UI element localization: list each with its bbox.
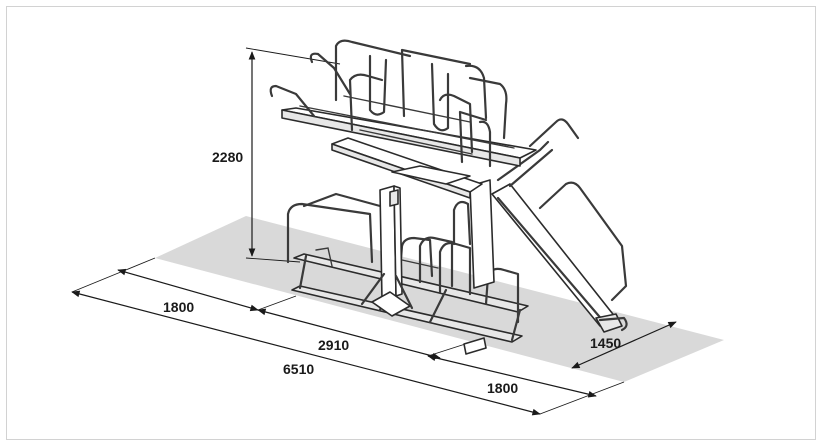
rack-length-label: 2910 xyxy=(318,337,349,353)
loading-ramp xyxy=(491,140,628,333)
floor-footprint xyxy=(155,216,724,382)
left-clearance-label: 1800 xyxy=(163,299,194,315)
drawing-frame xyxy=(6,6,816,440)
upper-tier xyxy=(269,39,580,199)
central-column xyxy=(360,179,495,317)
total-length-label: 6510 xyxy=(283,361,314,377)
length-dimensions xyxy=(71,257,677,416)
height-label: 2280 xyxy=(212,149,243,165)
right-clearance-label: 1800 xyxy=(487,380,518,396)
dimension-labels: 2280 1800 2910 6510 1800 1450 xyxy=(163,149,621,396)
height-dimension xyxy=(245,47,341,263)
rack-base xyxy=(291,253,529,355)
depth-label: 1450 xyxy=(590,335,621,351)
